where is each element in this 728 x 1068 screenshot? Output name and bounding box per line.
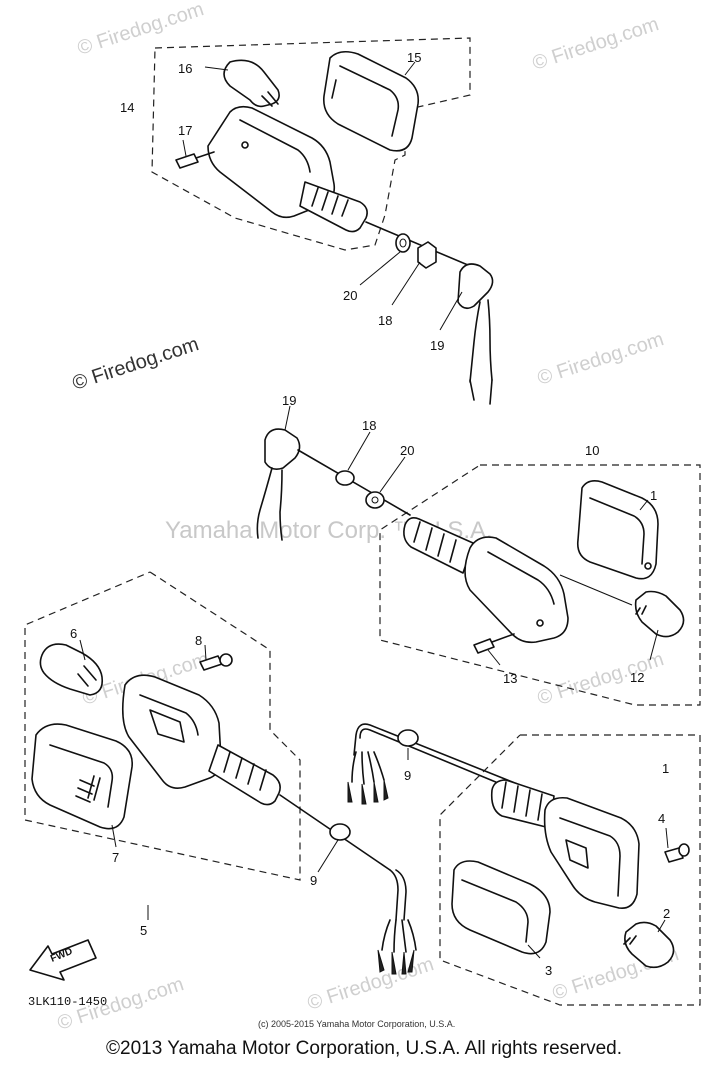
callout-6: 6 [70,626,77,641]
watermark-top-right: © Firedog.com [530,13,662,75]
washer-20-top [395,233,411,253]
callout-7: 7 [112,850,119,865]
bulb-2 [623,921,675,969]
callout-18-mid: 18 [362,418,376,433]
callout-1-mid: 1 [650,488,657,503]
callout-5: 5 [140,923,147,938]
callout-14: 14 [120,100,134,115]
callout-20-top: 20 [343,288,357,303]
screw-17 [175,151,215,169]
callout-18-top: 18 [378,313,392,328]
watermark-bottom-center: © Firedog.com [305,953,437,1015]
nut-18-top [417,241,437,269]
lens-7 [31,723,133,830]
callout-9-left: 9 [310,873,317,888]
grommet-9-right [397,729,419,747]
screw-4 [664,843,690,863]
callout-15: 15 [407,50,421,65]
callout-13: 13 [503,671,517,686]
bulb-12 [634,590,685,638]
washer-20-mid [365,491,385,509]
watermark-right-lower: © Firedog.com [535,648,667,710]
callout-12: 12 [630,670,644,685]
bulb-16 [223,59,280,108]
grommet-9-left [329,823,351,841]
callout-8: 8 [195,633,202,648]
turn-signal-body-5 [121,674,222,789]
neck-5 [208,744,281,806]
callout-20-mid: 20 [400,443,414,458]
neck-14 [299,181,476,269]
callout-17: 17 [178,123,192,138]
callout-10: 10 [585,443,599,458]
watermark-mid-right: © Firedog.com [535,328,667,390]
assembly-10: 10 1 12 13 19 18 20 [256,393,701,706]
turn-signal-body-10 [464,536,569,644]
callout-19-top: 19 [430,338,444,353]
screw-8 [199,653,233,671]
watermark-mid-left: © Firedog.com [70,333,202,395]
small-copyright: (c) 2005-2015 Yamaha Motor Corporation, … [258,1019,455,1029]
diagram-code: 3LK110-1450 [28,995,107,1009]
grommet-19-top [457,263,494,405]
copyright-footer: ©2013 Yamaha Motor Corporation, U.S.A. A… [106,1038,622,1059]
fwd-arrow: FWD [29,939,97,981]
assembly-14: 16 15 14 17 20 18 19 [120,37,494,405]
lens-15 [322,50,420,152]
callout-1: 1 [662,761,669,776]
callout-16: 16 [178,61,192,76]
bulb-6 [39,643,104,696]
assembly-1: 1 4 2 3 9 [347,723,701,1006]
callout-4: 4 [658,811,665,826]
watermark-top-left: © Firedog.com [75,0,207,60]
grommet-19-mid [256,428,301,541]
callout-19-mid: 19 [282,393,296,408]
nut-18-mid [335,470,355,486]
turn-signal-body-1 [543,796,640,910]
callout-2: 2 [663,906,670,921]
lens-11 [576,480,659,580]
callout-9-right: 9 [404,768,411,783]
screw-13 [473,633,515,654]
assembly-5: 6 8 7 9 5 [24,571,417,975]
lens-3 [451,860,551,955]
callout-3: 3 [545,963,552,978]
